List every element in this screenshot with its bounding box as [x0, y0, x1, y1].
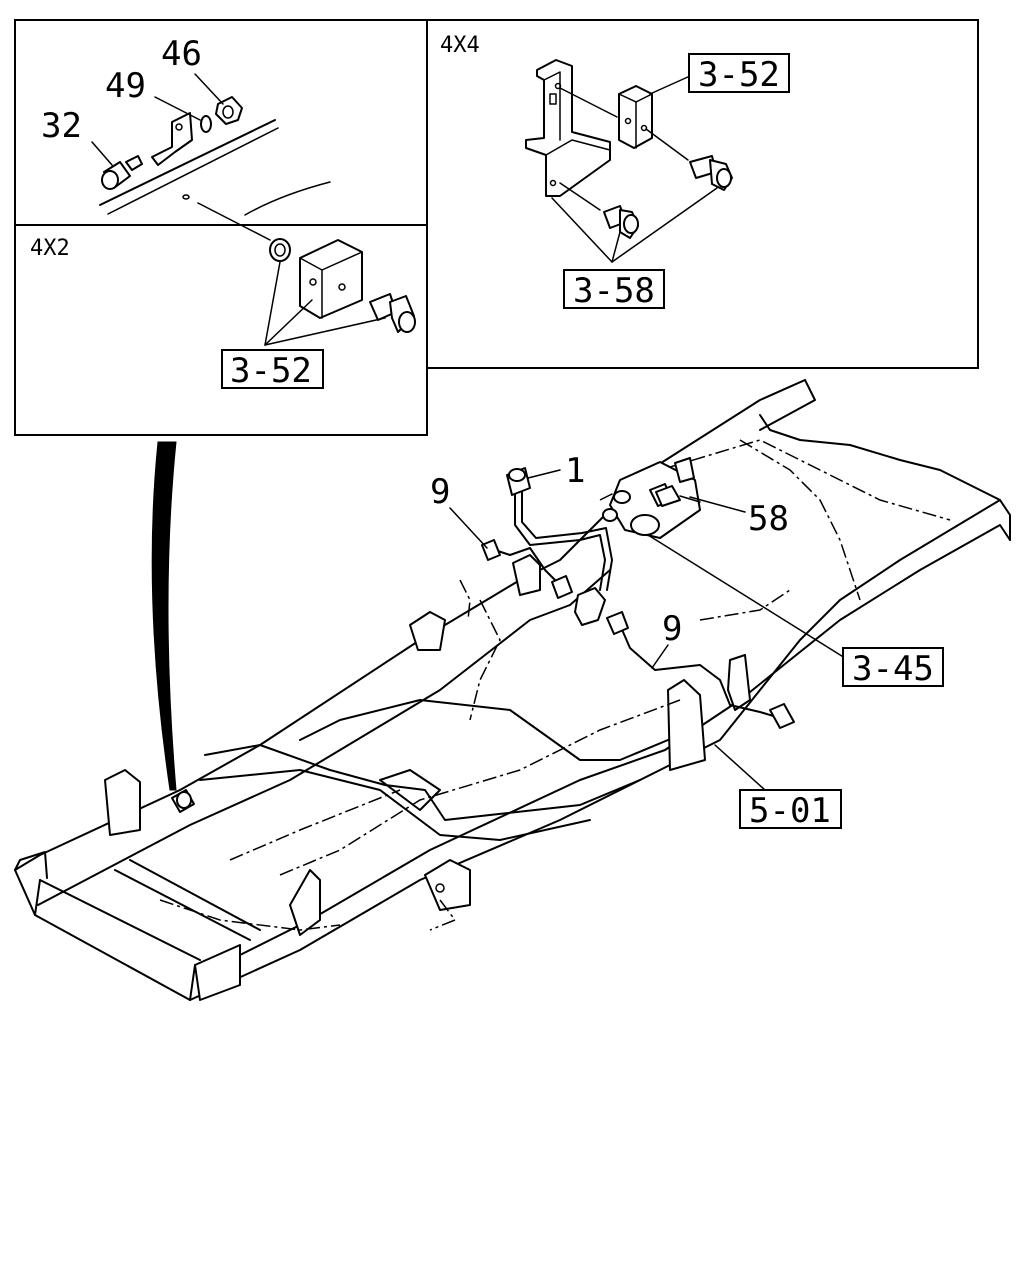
- ref-4x4-top: 3-52: [698, 55, 780, 95]
- top-left-panel: [14, 19, 428, 226]
- ref-frame: 5-01: [749, 791, 831, 831]
- callout-49: 49: [105, 66, 146, 106]
- ref-valve: 3-45: [852, 649, 934, 689]
- mount-bracket: [525, 59, 611, 197]
- spacer-block-4x4: [618, 85, 653, 149]
- top-left-detail: 46 49 32: [41, 34, 331, 241]
- main-callouts: 1 9 9 58 3-45 5-01: [171, 451, 944, 831]
- panel-4x2-title: 4X2: [30, 236, 70, 261]
- collar-part: [269, 238, 291, 262]
- brake-pipes: [481, 457, 795, 729]
- washer-49: [200, 115, 212, 133]
- callout-9-right: 9: [662, 609, 682, 649]
- panel-4x4-title: 4X4: [440, 33, 480, 58]
- ref-box-4x4-bottom: [563, 269, 665, 309]
- valve-assembly: [602, 457, 701, 539]
- bolt-58: [655, 485, 701, 507]
- bolt-upper: [689, 155, 733, 191]
- callout-9-left: 9: [430, 472, 450, 512]
- ref-box-4x4-top: [688, 53, 790, 93]
- panel-4x4-detail: 4X4: [440, 33, 790, 311]
- chassis-frame: [14, 379, 1011, 1001]
- callout-58: 58: [748, 499, 789, 539]
- detail-pointer: [151, 441, 177, 791]
- spacer-block: [299, 239, 363, 319]
- ref-box-4x2: [221, 349, 324, 389]
- bolt-part: [369, 293, 416, 333]
- panel-4x2: [14, 224, 428, 436]
- front-bolt: [171, 789, 195, 813]
- panel-4x2-detail: 4X2 3-52: [30, 236, 416, 391]
- ref-box-valve: [842, 647, 944, 687]
- callout-32: 32: [41, 106, 82, 146]
- ref-4x2: 3-52: [230, 351, 312, 391]
- bolt-32: [101, 155, 143, 190]
- ref-4x4-bottom: 3-58: [573, 271, 655, 311]
- callout-46: 46: [161, 34, 202, 74]
- bolt-lower: [603, 205, 639, 239]
- callout-1: 1: [565, 451, 585, 491]
- inset-panels: [14, 19, 979, 436]
- ref-box-frame: [739, 789, 842, 829]
